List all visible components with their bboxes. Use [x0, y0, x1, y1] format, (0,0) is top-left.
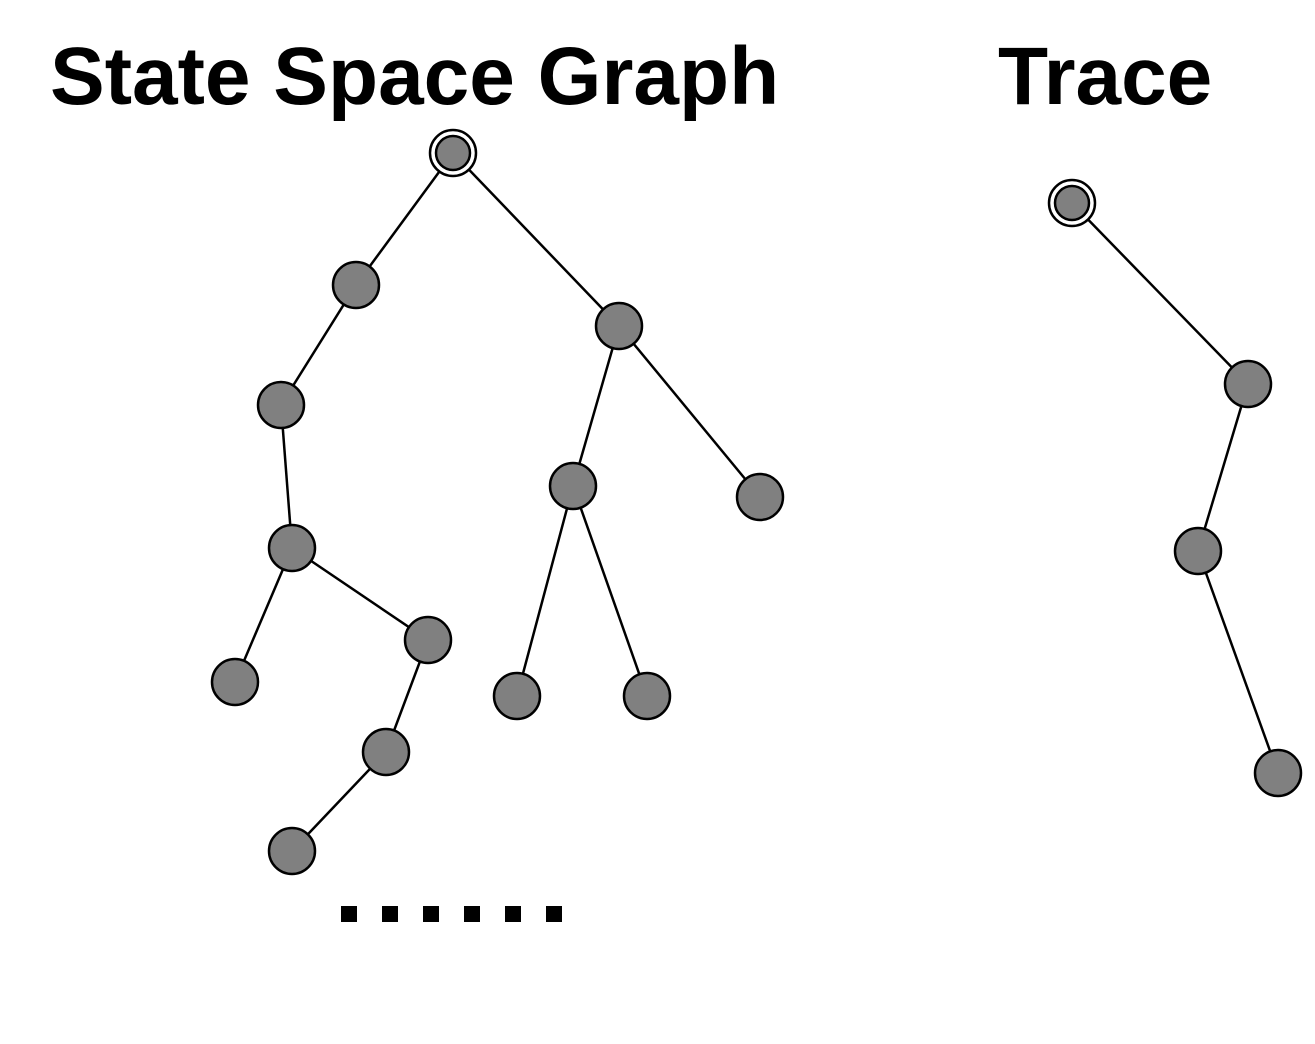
edge-n4-n5 [233, 547, 294, 683]
ellipsis-dot [423, 906, 439, 922]
ellipsis-dot [505, 906, 521, 922]
edge-n0-n2 [452, 152, 620, 327]
state-node-n8 [267, 826, 317, 876]
state-node-n11 [492, 671, 542, 721]
state-space-graph [210, 128, 785, 876]
state-space-graph-title: State Space Graph [50, 31, 780, 122]
state-node-n1 [331, 260, 381, 310]
state-node-n12 [622, 671, 672, 721]
continuation-ellipsis [341, 906, 562, 922]
state-node-t3 [1253, 748, 1303, 798]
initial-state-core [1053, 184, 1091, 222]
initial-state-node [428, 128, 478, 178]
edge-t1-t2 [1196, 383, 1250, 552]
edge-n2-n9 [571, 325, 621, 487]
state-node-n2 [594, 301, 644, 351]
ellipsis-dot [464, 906, 480, 922]
ssg-nodes [210, 128, 785, 876]
trace-nodes [1047, 178, 1303, 798]
edge-n0-n1 [354, 152, 455, 286]
edge-t0-t1 [1071, 202, 1249, 385]
state-node-n10 [735, 472, 785, 522]
edge-n9-n12 [571, 485, 649, 697]
edge-n2-n10 [618, 325, 761, 498]
initial-state-node [1047, 178, 1097, 228]
state-node-n5 [210, 657, 260, 707]
ssg-edges [233, 152, 761, 852]
trace-title: Trace [998, 31, 1213, 122]
state-node-n9 [548, 461, 598, 511]
trace-graph [1047, 178, 1303, 798]
state-node-t2 [1173, 526, 1223, 576]
initial-state-core [434, 134, 472, 172]
ellipsis-dot [546, 906, 562, 922]
state-node-t1 [1223, 359, 1273, 409]
state-node-n6 [403, 615, 453, 665]
edge-n4-n6 [291, 546, 429, 642]
state-node-n7 [361, 727, 411, 777]
trace-edges [1071, 202, 1280, 774]
ellipsis-dot [382, 906, 398, 922]
edge-n9-n11 [515, 485, 575, 697]
state-node-n4 [267, 523, 317, 573]
ellipsis-dot [341, 906, 357, 922]
edge-t2-t3 [1196, 550, 1280, 774]
state-node-n3 [256, 380, 306, 430]
